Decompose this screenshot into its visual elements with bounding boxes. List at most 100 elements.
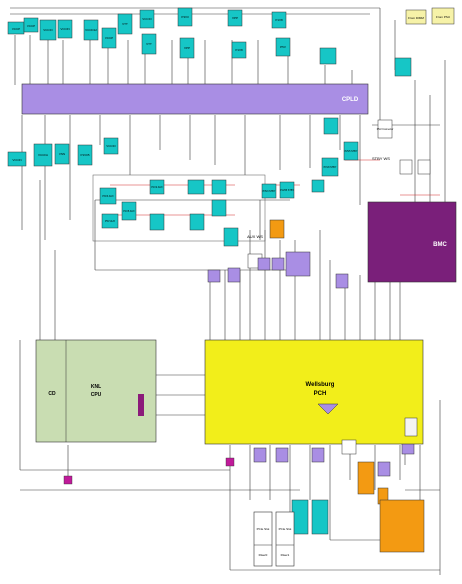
regulator-label: VPP xyxy=(232,16,238,20)
stby-block: P1V05 STBY xyxy=(279,181,294,199)
cd-label: CD xyxy=(48,391,56,397)
stby-label: P1V5 AUX xyxy=(123,210,135,213)
mux-symbol xyxy=(317,403,339,415)
left-regulator-column: VCCIN VCCFA VNN P1V05 VCCIO xyxy=(7,137,119,167)
component-box xyxy=(341,439,357,455)
regulator-block: VPP xyxy=(179,37,195,59)
stby-label: P5V AUX xyxy=(105,220,115,223)
regulator-block: VCCP xyxy=(101,27,117,49)
riser-label: Riser0 xyxy=(259,553,268,557)
stby-block: P3V3 STBY xyxy=(261,183,277,199)
stby-block xyxy=(189,213,205,231)
regulator-block: VTT xyxy=(117,13,133,35)
regulator-label: VCCIO xyxy=(106,144,116,148)
regulator-label: VCCP xyxy=(27,24,35,28)
cpu-block: CD KNL CPU xyxy=(35,339,157,443)
stby-block xyxy=(311,179,325,193)
chip xyxy=(207,269,221,283)
bmc-label: BMC xyxy=(433,242,447,248)
regulator-label: P5V xyxy=(280,45,286,49)
chip xyxy=(257,257,271,271)
regulator-block: P5V xyxy=(275,37,291,57)
regulator-label: VCCIO xyxy=(43,28,53,32)
psu-connector-label: PSU Connector xyxy=(377,128,394,131)
regulator-label: VTT xyxy=(146,42,152,46)
chip xyxy=(311,447,325,463)
regulator-block: VCCP xyxy=(23,17,39,33)
pcie-slots: PCIe Slot Riser0 PCIe Slot Riser1 xyxy=(253,511,295,567)
cpu-label-line2: CPU xyxy=(91,392,102,398)
chip xyxy=(227,267,241,283)
cpld-block: CPLD xyxy=(21,83,369,115)
pin-block xyxy=(138,394,144,416)
pcie-slot-label: PCIe Slot xyxy=(279,527,292,531)
stby-label: P1V05 STBY xyxy=(280,189,294,192)
regulator-block: VTT xyxy=(141,33,157,55)
regulator-label: P1V8 xyxy=(275,18,283,22)
regulator-label: P1V8 xyxy=(235,48,243,52)
regulator-block: P1V8 xyxy=(231,41,247,59)
from-dimm-label: From DIMM xyxy=(408,16,424,20)
from-psu-label: From PSU xyxy=(436,15,450,19)
regulator-label: VTT xyxy=(122,22,128,26)
stby-label: P1V8 STBY xyxy=(324,166,337,169)
from-dimm-box xyxy=(405,9,427,25)
pcie-slot-label: PCIe Slot xyxy=(257,527,270,531)
marker xyxy=(63,475,73,485)
top-regulator-row: VCCP VCCP VCCIO VCCIN VCCD12 VCCP VTT VC… xyxy=(7,7,339,135)
regulator-label: VCCP xyxy=(12,27,20,31)
aux-region: AUX WS P3V3 AUX P5V AUX P1V5 AUX P1V2 AU… xyxy=(92,174,285,242)
regulator-block: P1V05 xyxy=(77,144,93,166)
component-box xyxy=(417,159,431,175)
stby-block xyxy=(223,227,239,247)
regulator-block: VCCIN xyxy=(57,19,73,39)
regulator-label: VCCIN xyxy=(60,27,69,31)
pch-label-line1: Wellsburg xyxy=(306,382,335,388)
regulator-block: VCCP xyxy=(7,21,25,35)
stby-label: P1V2 AUX xyxy=(151,186,163,189)
regulator-label: VCCFA xyxy=(38,153,48,157)
regulator-block xyxy=(291,499,309,535)
stby-block xyxy=(211,179,227,195)
regulator-block xyxy=(394,57,412,77)
cpld-label: CPLD xyxy=(342,97,359,103)
regulator-label: VCCD12 xyxy=(85,28,97,32)
stby-block xyxy=(187,179,205,195)
stby-label: P3V3 STBY xyxy=(263,190,276,193)
stby-label: P2V5 STBY xyxy=(345,150,358,153)
bmc-block: BMC xyxy=(367,201,457,283)
regulator-label: VPP xyxy=(184,46,190,50)
stby-ws-label: STBY WS xyxy=(372,156,390,161)
regulator-block xyxy=(323,117,339,135)
stby-block: P1V8 STBY xyxy=(321,157,339,177)
regulator-block: P1V8 xyxy=(271,11,287,29)
regulator-label: P3V3 xyxy=(181,15,189,19)
regulator-block: VCCFA xyxy=(33,143,53,167)
regulator-block: P3V3 xyxy=(177,7,193,27)
regulator-label: VCCIO xyxy=(142,17,152,21)
regulator-block: VPP xyxy=(227,9,243,27)
pch-block: Wellsburg PCH xyxy=(204,339,424,445)
stby-block: P1V2 AUX xyxy=(149,179,165,195)
source-labels: From DIMM From PSU xyxy=(394,7,455,77)
regulator-block: VCCIO xyxy=(103,137,119,155)
psu-connector-box xyxy=(377,119,393,139)
component-box xyxy=(404,417,418,437)
stby-label: P3V3 AUX xyxy=(102,195,114,198)
orange-module xyxy=(269,219,285,239)
chip xyxy=(335,273,349,289)
regulator-label: VCCP xyxy=(105,36,113,40)
stby-block: P3V3 AUX xyxy=(99,187,117,205)
from-psu-box xyxy=(431,7,455,25)
bottom-modules xyxy=(291,417,425,553)
stby-block: P1V5 AUX xyxy=(121,201,137,221)
regulator-label: VNN xyxy=(59,152,65,156)
chip xyxy=(275,447,289,463)
chip xyxy=(285,251,311,277)
orange-module xyxy=(357,461,375,495)
regulator-block: VCCD12 xyxy=(83,19,99,41)
stby-region: STBY WS P3V3 STBY P1V05 STBY P1V8 STBY P… xyxy=(223,119,431,269)
regulator-block: VCCIO xyxy=(139,9,155,29)
pcie-slot-1 xyxy=(275,511,295,567)
